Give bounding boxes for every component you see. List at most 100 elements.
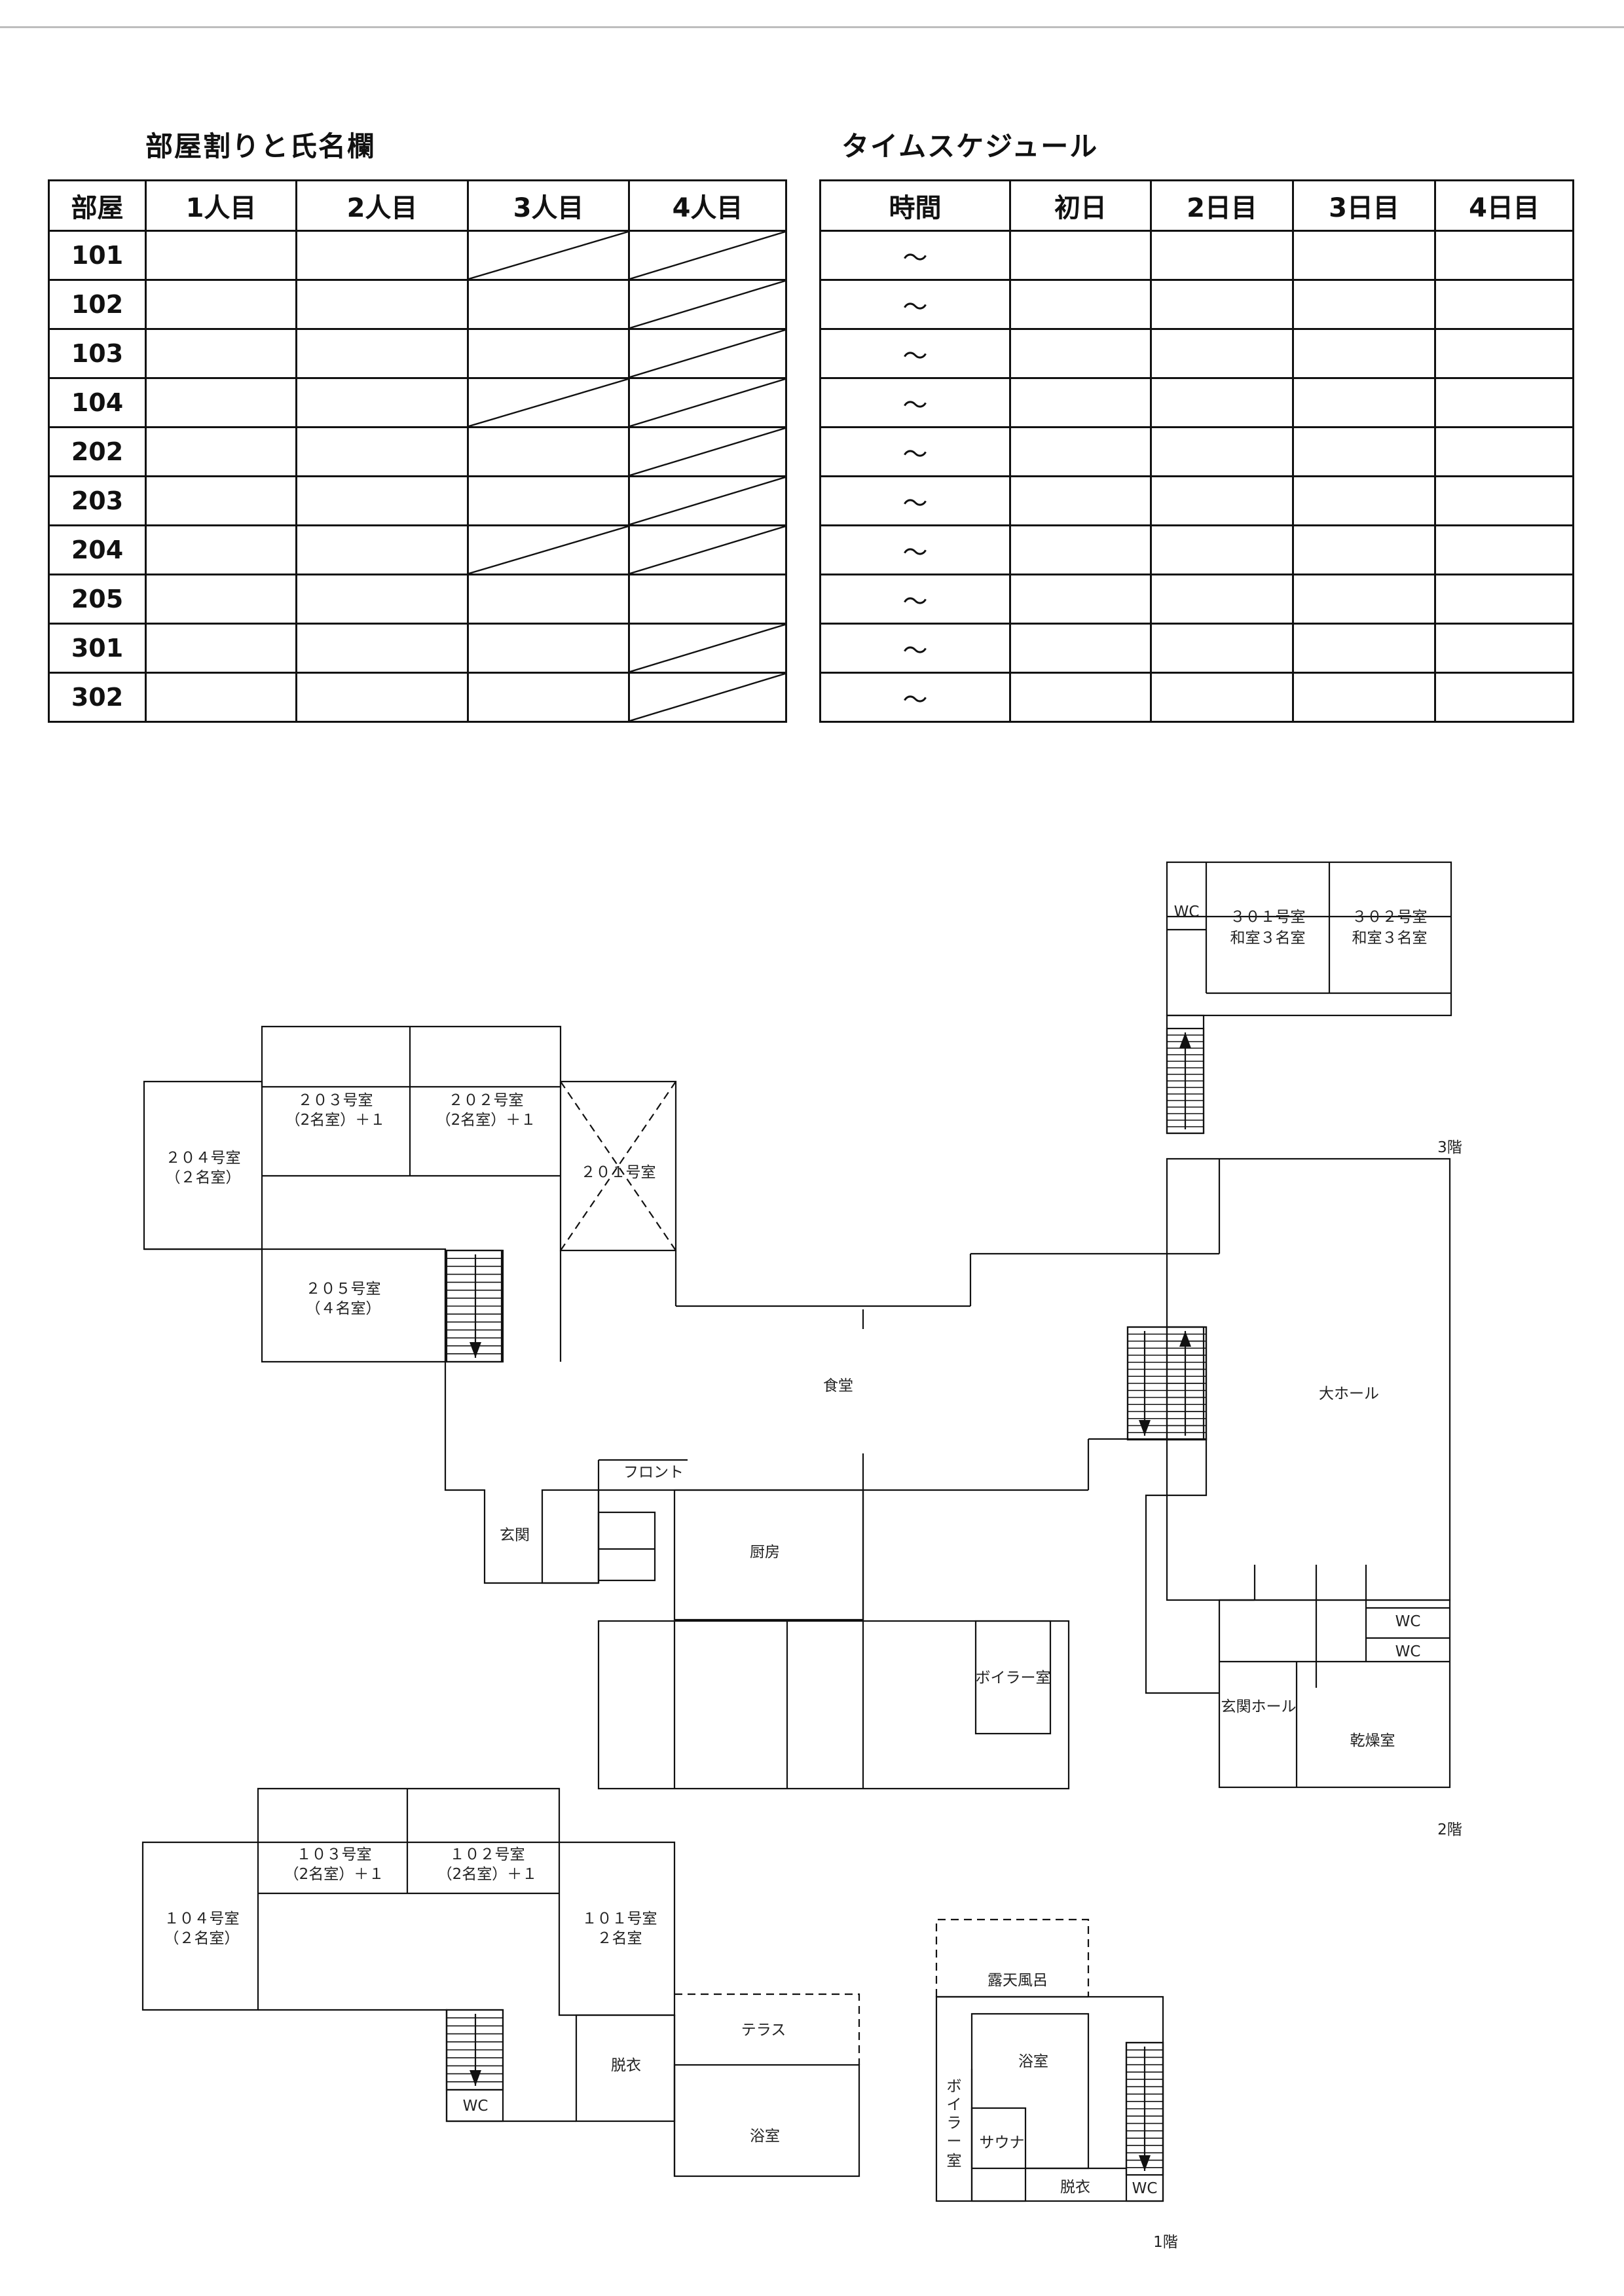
schedule-input-cell[interactable]: [1292, 524, 1436, 575]
name-input-cell[interactable]: [145, 672, 297, 723]
name-input-cell[interactable]: [145, 328, 297, 379]
name-input-cell[interactable]: [145, 475, 297, 526]
room-label: （２名室）: [166, 1169, 241, 1186]
time-range-cell[interactable]: ～: [819, 426, 1011, 477]
time-range-cell[interactable]: ～: [819, 230, 1011, 281]
schedule-input-cell[interactable]: [1434, 475, 1574, 526]
schedule-input-cell[interactable]: [1434, 377, 1574, 428]
name-input-cell[interactable]: [467, 328, 630, 379]
name-input-cell[interactable]: [295, 524, 469, 575]
scan-top-edge: [0, 26, 1624, 28]
table-row: 203: [48, 475, 787, 526]
name-input-cell[interactable]: [145, 230, 297, 281]
room-label: 食堂: [823, 1377, 853, 1394]
name-input-cell[interactable]: [467, 279, 630, 330]
room-label: ２０１号室: [581, 1164, 656, 1181]
name-input-cell[interactable]: [628, 574, 787, 625]
name-input-cell[interactable]: [145, 574, 297, 625]
name-input-cell[interactable]: [145, 623, 297, 674]
name-input-cell[interactable]: [295, 623, 469, 674]
schedule-input-cell[interactable]: [1434, 524, 1574, 575]
schedule-input-cell[interactable]: [1009, 623, 1152, 674]
schedule-input-cell[interactable]: [1292, 475, 1436, 526]
time-range-cell[interactable]: ～: [819, 377, 1011, 428]
name-input-cell[interactable]: [467, 574, 630, 625]
schedule-input-cell[interactable]: [1150, 230, 1294, 281]
name-input-cell[interactable]: [467, 475, 630, 526]
name-input-cell[interactable]: [295, 279, 469, 330]
schedule-input-cell[interactable]: [1150, 524, 1294, 575]
room-number: 103: [48, 328, 147, 379]
time-range-cell[interactable]: ～: [819, 279, 1011, 330]
schedule-input-cell[interactable]: [1434, 574, 1574, 625]
room-table-header: 3人目: [467, 179, 630, 232]
schedule-input-cell[interactable]: [1150, 672, 1294, 723]
name-input-cell[interactable]: [295, 230, 469, 281]
name-input-cell[interactable]: [295, 328, 469, 379]
name-input-cell[interactable]: [467, 623, 630, 674]
time-range-cell[interactable]: ～: [819, 623, 1011, 674]
unused-slot-cell: [628, 328, 787, 379]
name-input-cell[interactable]: [145, 279, 297, 330]
schedule-input-cell[interactable]: [1292, 623, 1436, 674]
schedule-input-cell[interactable]: [1434, 623, 1574, 674]
name-input-cell[interactable]: [145, 426, 297, 477]
schedule-input-cell[interactable]: [1292, 328, 1436, 379]
schedule-input-cell[interactable]: [1292, 377, 1436, 428]
time-range-cell[interactable]: ～: [819, 574, 1011, 625]
schedule-input-cell[interactable]: [1292, 279, 1436, 330]
schedule-input-cell[interactable]: [1292, 574, 1436, 625]
table-row: ～: [819, 377, 1574, 428]
schedule-input-cell[interactable]: [1434, 328, 1574, 379]
schedule-input-cell[interactable]: [1150, 328, 1294, 379]
floor-3-plan: WC ３０１号室 和室３名室 ３０２号室 和室３名室 3階: [1166, 861, 1462, 1156]
table-row: ～: [819, 279, 1574, 330]
schedule-input-cell[interactable]: [1009, 524, 1152, 575]
schedule-input-cell[interactable]: [1009, 475, 1152, 526]
schedule-input-cell[interactable]: [1292, 230, 1436, 281]
room-label: １０４号室: [164, 1910, 240, 1927]
schedule-input-cell[interactable]: [1009, 672, 1152, 723]
time-range-cell[interactable]: ～: [819, 328, 1011, 379]
schedule-input-cell[interactable]: [1292, 672, 1436, 723]
name-input-cell[interactable]: [295, 475, 469, 526]
name-input-cell[interactable]: [467, 426, 630, 477]
schedule-input-cell[interactable]: [1009, 230, 1152, 281]
schedule-input-cell[interactable]: [1292, 426, 1436, 477]
schedule-input-cell[interactable]: [1150, 377, 1294, 428]
schedule-input-cell[interactable]: [1150, 475, 1294, 526]
schedule-input-cell[interactable]: [1009, 426, 1152, 477]
name-input-cell[interactable]: [467, 672, 630, 723]
table-row: 302: [48, 672, 787, 723]
unused-slot-cell: [628, 377, 787, 428]
name-input-cell[interactable]: [295, 574, 469, 625]
schedule-input-cell[interactable]: [1150, 426, 1294, 477]
schedule-input-cell[interactable]: [1150, 623, 1294, 674]
schedule-input-cell[interactable]: [1434, 279, 1574, 330]
schedule-input-cell[interactable]: [1434, 426, 1574, 477]
schedule-input-cell[interactable]: [1150, 279, 1294, 330]
table-row: 101: [48, 230, 787, 281]
name-input-cell[interactable]: [295, 672, 469, 723]
schedule-input-cell[interactable]: [1009, 279, 1152, 330]
schedule-input-cell[interactable]: [1434, 672, 1574, 723]
room-number: 204: [48, 524, 147, 575]
room-label: （2名室）＋１: [437, 1866, 538, 1883]
stairs: [1166, 1027, 1205, 1135]
schedule-input-cell[interactable]: [1009, 377, 1152, 428]
schedule-input-cell[interactable]: [1434, 230, 1574, 281]
name-input-cell[interactable]: [295, 377, 469, 428]
time-range-cell[interactable]: ～: [819, 672, 1011, 723]
room-label: 玄関: [500, 1527, 530, 1544]
name-input-cell[interactable]: [295, 426, 469, 477]
schedule-input-cell[interactable]: [1009, 574, 1152, 625]
time-range-cell[interactable]: ～: [819, 524, 1011, 575]
time-range-cell[interactable]: ～: [819, 475, 1011, 526]
room-number: 102: [48, 279, 147, 330]
unused-slot-cell: [628, 475, 787, 526]
schedule-input-cell[interactable]: [1150, 574, 1294, 625]
table-row: ～: [819, 574, 1574, 625]
schedule-input-cell[interactable]: [1009, 328, 1152, 379]
name-input-cell[interactable]: [145, 377, 297, 428]
name-input-cell[interactable]: [145, 524, 297, 575]
